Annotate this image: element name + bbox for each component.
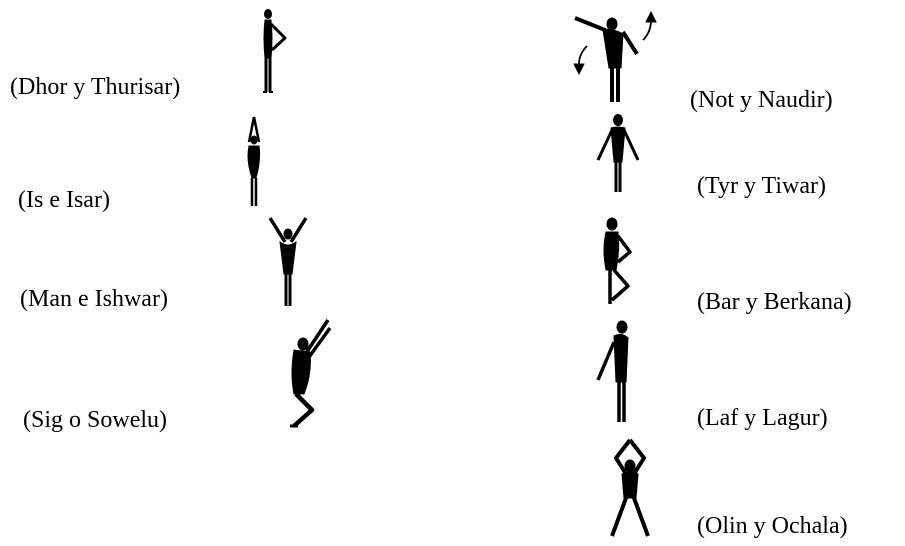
arm-angled-down-figure-icon bbox=[594, 318, 638, 428]
label-not-y-naudir: (Not y Naudir) bbox=[690, 87, 833, 113]
label-olin-y-ochala: (Olin y Ochala) bbox=[697, 513, 848, 539]
hand-on-hip-knee-bent-figure-icon bbox=[598, 214, 642, 310]
label-sig-o-sowelu: (Sig o Sowelu) bbox=[23, 407, 167, 433]
arms-down-angled-figure-icon bbox=[592, 110, 644, 196]
arms-overhead-narrow-figure-icon bbox=[243, 112, 273, 212]
label-laf-y-lagur: (Laf y Lagur) bbox=[697, 405, 828, 431]
label-man-e-ishwar: (Man e Ishwar) bbox=[20, 286, 168, 312]
label-bar-y-berkana: (Bar y Berkana) bbox=[697, 289, 852, 315]
arms-circle-overhead-figure-icon bbox=[596, 436, 664, 544]
crouching-zigzag-figure-icon bbox=[282, 318, 338, 430]
label-dhor-y-thurisar: (Dhor y Thurisar) bbox=[10, 74, 181, 100]
standing-hand-on-hip-figure-icon bbox=[255, 8, 295, 98]
diagonal-arms-figure-with-arrows-icon bbox=[565, 8, 665, 108]
arms-raised-v-figure-icon bbox=[262, 214, 314, 310]
label-tyr-y-tiwar: (Tyr y Tiwar) bbox=[697, 173, 826, 199]
label-is-e-isar: (Is e Isar) bbox=[18, 187, 110, 213]
